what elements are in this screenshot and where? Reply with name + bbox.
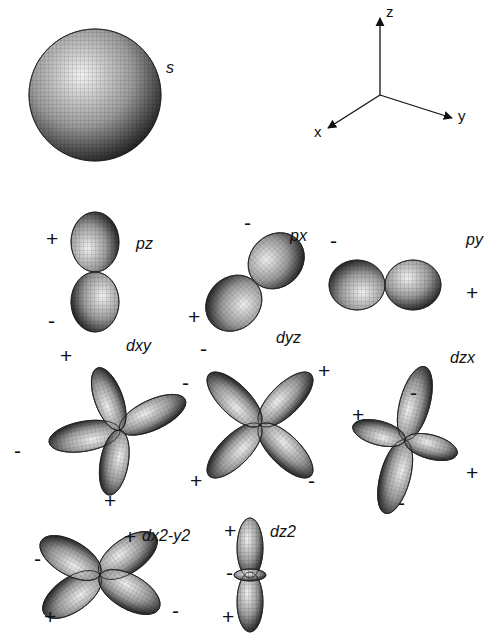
- sign-label: +: [124, 526, 136, 547]
- sign-label: -: [172, 600, 179, 621]
- sign-label: -: [410, 382, 417, 403]
- sign-label: +: [352, 404, 364, 425]
- sign-label: +: [222, 606, 234, 627]
- sign-label: +: [44, 606, 56, 627]
- axis-label: x: [314, 124, 322, 139]
- sign-label: +: [224, 520, 236, 541]
- sign-label: -: [48, 310, 55, 331]
- orbital-name: pz: [136, 236, 153, 252]
- sign-label: +: [466, 462, 478, 483]
- sign-label: -: [34, 548, 41, 569]
- sign-label: -: [182, 372, 189, 393]
- axis-label: z: [386, 4, 394, 19]
- axis-label: y: [458, 108, 466, 123]
- sign-label: -: [226, 562, 233, 583]
- orbital-name: dxy: [126, 338, 151, 354]
- orbital-name: dzx: [450, 350, 475, 366]
- sign-label: +: [190, 470, 202, 491]
- orbital-name: dyz: [276, 330, 301, 346]
- sign-label: +: [466, 282, 478, 303]
- sign-label: +: [318, 360, 330, 381]
- sign-label: -: [244, 212, 251, 233]
- orbital-name: dx2-y2: [142, 528, 190, 544]
- sign-label: +: [104, 490, 116, 511]
- sign-label: -: [398, 492, 405, 513]
- sign-label: -: [330, 230, 337, 251]
- orbital-name: px: [290, 228, 307, 244]
- sign-label: +: [188, 306, 200, 327]
- sign-label: -: [308, 470, 315, 491]
- orbital-name: py: [466, 232, 483, 248]
- orbital-name: s: [166, 60, 174, 76]
- orbital-name: dz2: [270, 524, 296, 540]
- sign-label: +: [60, 345, 72, 366]
- sign-label: -: [200, 338, 207, 359]
- sign-label: -: [14, 440, 21, 461]
- sign-label: +: [46, 228, 58, 249]
- axes: [328, 18, 452, 128]
